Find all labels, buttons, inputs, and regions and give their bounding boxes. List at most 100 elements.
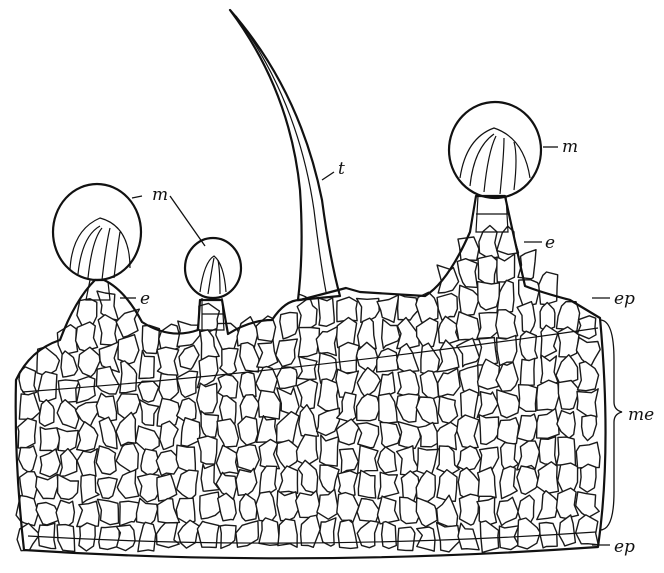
parenchyma-cell: [541, 325, 558, 358]
parenchyma-cell: [437, 470, 457, 502]
parenchyma-cell: [340, 449, 359, 474]
parenchyma-cell: [320, 435, 339, 466]
parenchyma-cell: [116, 412, 136, 445]
parenchyma-cell: [240, 343, 259, 372]
parenchyma-cell: [497, 497, 518, 525]
parenchyma-cell: [398, 422, 421, 449]
parenchyma-cell: [497, 418, 518, 445]
parenchyma-cell: [337, 419, 360, 445]
parenchyma-cell: [558, 381, 579, 410]
parenchyma-cell: [38, 523, 56, 548]
parenchyma-cell: [437, 294, 457, 321]
parenchyma-cell: [118, 335, 139, 364]
label-m-left: m: [152, 185, 168, 205]
parenchyma-cell: [178, 520, 199, 548]
parenchyma-cell: [138, 381, 159, 402]
parenchyma-cell: [480, 521, 498, 553]
parenchyma-cell: [299, 405, 319, 437]
parenchyma-cell: [437, 523, 460, 552]
parenchyma-cell: [318, 379, 339, 412]
parenchyma-cell: [377, 295, 399, 323]
parenchyma-cell: [201, 411, 218, 437]
parenchyma-cell: [519, 385, 538, 412]
parenchyma-cell: [116, 444, 138, 473]
parenchyma-cell: [357, 499, 380, 522]
parenchyma-cell: [537, 462, 559, 494]
parenchyma-cell: [457, 446, 480, 471]
parenchyma-cell: [320, 518, 336, 546]
parenchyma-cell: [56, 500, 74, 528]
parenchyma-cell: [558, 463, 578, 492]
parenchyma-cell: [537, 409, 560, 439]
parenchyma-cell: [578, 362, 599, 391]
parenchyma-cell: [116, 309, 139, 337]
parenchyma-cell: [256, 492, 276, 522]
parenchyma-cell: [537, 491, 559, 520]
parenchyma-cell: [398, 527, 415, 550]
parenchyma-cell: [277, 367, 297, 388]
parenchyma-cell: [277, 491, 299, 521]
parenchyma-cell: [98, 499, 119, 524]
parenchyma-cell: [379, 372, 395, 396]
parenchyma-cell: [479, 415, 498, 445]
parenchyma-cell: [397, 318, 419, 349]
parenchyma-cell: [559, 515, 575, 546]
parenchyma-cell: [358, 470, 375, 498]
parenchyma-cell: [58, 475, 79, 500]
parenchyma-cell: [81, 475, 99, 504]
parenchyma-cell: [520, 358, 534, 386]
parenchyma-cell: [218, 375, 238, 399]
gland-head-right: [449, 102, 541, 198]
parenchyma-cell: [77, 299, 97, 326]
parenchyma-cell: [496, 310, 518, 339]
parenchyma-cell: [438, 368, 460, 397]
parenchyma-cell: [297, 435, 318, 466]
parenchyma-cell: [98, 478, 118, 499]
parenchyma-cell: [320, 465, 339, 493]
parenchyma-cell: [19, 393, 40, 419]
parenchyma-cell: [398, 294, 419, 320]
parenchyma-cell: [159, 374, 179, 402]
parenchyma-cell: [117, 470, 138, 498]
parenchyma-cell: [200, 492, 220, 519]
parenchyma-cell: [556, 355, 578, 385]
parenchyma-cell: [38, 372, 57, 402]
parenchyma-cell: [36, 475, 59, 499]
parenchyma-cell: [139, 400, 158, 426]
parenchyma-cell: [478, 467, 497, 498]
parenchyma-cell: [437, 265, 459, 293]
label-m-right: m: [562, 137, 578, 157]
parenchyma-cell: [220, 525, 236, 548]
parenchyma-cell: [240, 372, 256, 397]
parenchyma-cell: [457, 338, 480, 367]
parenchyma-cell: [397, 446, 420, 475]
parenchyma-cell: [19, 446, 37, 473]
parenchyma-cell: [318, 298, 334, 326]
parenchyma-cell: [456, 312, 479, 340]
parenchyma-cell: [339, 342, 359, 373]
parenchyma-cell: [176, 445, 195, 472]
parenchyma-cell: [236, 445, 259, 473]
parenchyma-cell: [77, 377, 96, 404]
parenchyma-cell: [539, 437, 557, 465]
parenchyma-cell: [577, 316, 596, 339]
parenchyma-cell: [216, 446, 238, 475]
parenchyma-cell: [280, 312, 298, 339]
parenchyma-cell: [437, 340, 459, 372]
parenchyma-cell: [358, 445, 378, 473]
parenchyma-cell: [477, 392, 498, 418]
parenchyma-cell: [479, 226, 499, 259]
parenchyma-cell: [497, 254, 515, 282]
parenchyma-cell: [517, 466, 539, 494]
parenchyma-cell: [197, 521, 219, 547]
parenchyma-cell: [96, 446, 116, 475]
parenchyma-cell: [577, 389, 598, 417]
parenchyma-cell: [416, 471, 435, 502]
parenchyma-cell: [259, 518, 279, 545]
parenchyma-cell: [298, 460, 318, 493]
parenchyma-cell: [317, 408, 340, 435]
parenchyma-cell: [259, 466, 276, 495]
parenchyma-cell: [458, 523, 479, 550]
parenchyma-cell: [257, 339, 278, 367]
parenchyma-cell: [236, 468, 257, 495]
